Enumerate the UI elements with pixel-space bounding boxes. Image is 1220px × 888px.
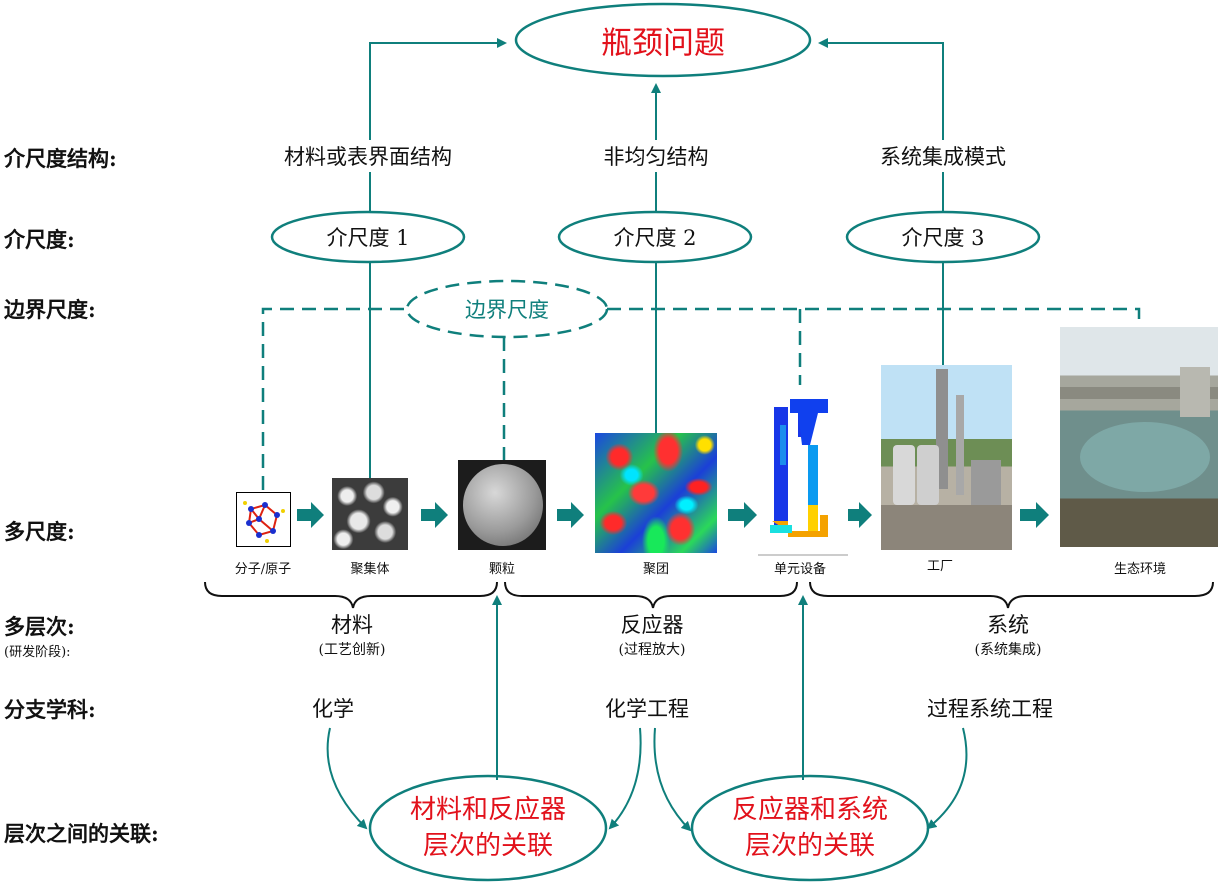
cluster-image — [595, 433, 717, 553]
unit-equipment-image — [758, 385, 848, 557]
structure-material-interface: 材料或表界面结构 — [284, 145, 452, 169]
row-label-multiscale: 多尺度: — [4, 519, 75, 544]
caption-ecosystem: 生态环境 — [1113, 562, 1167, 577]
process-arrow-4 — [728, 502, 757, 528]
boundary-left-dashed — [261, 307, 407, 490]
level-material: 材料 — [331, 613, 373, 637]
caption-particle: 颗粒 — [488, 562, 516, 577]
process-arrow-5 — [845, 502, 872, 528]
mesoscale-3-label: 介尺度 3 — [901, 226, 985, 250]
caption-unit-equipment: 单元设备 — [773, 562, 827, 577]
ecosystem-image — [1060, 327, 1218, 547]
factory-image — [881, 365, 1012, 550]
chemistry-curve — [326, 727, 368, 830]
structure-system-integration: 系统集成模式 — [880, 145, 1006, 169]
level-reactor: 反应器 — [620, 613, 684, 637]
caption-molecule: 分子/原子 — [234, 562, 292, 577]
row-label-multilevel: 多层次: — [4, 614, 75, 639]
mesoscale-1-label: 介尺度 1 — [326, 226, 410, 250]
left-to-bottleneck-arrow — [369, 38, 507, 140]
cheme-left-curve — [608, 727, 642, 830]
row-label-branch-discipline: 分支学科: — [4, 697, 96, 722]
mesoscale-2-label: 介尺度 2 — [613, 226, 697, 250]
bottleneck-title: 瓶颈问题 — [601, 25, 725, 62]
correlation-1-ellipse — [368, 774, 608, 882]
process-arrow-1 — [297, 502, 324, 528]
boundary-scale-label: 边界尺度 — [465, 298, 549, 322]
discipline-chemical-engineering: 化学工程 — [605, 697, 689, 721]
correlation-2-ellipse — [690, 774, 930, 882]
caption-cluster: 聚团 — [642, 562, 670, 577]
discipline-chemistry: 化学 — [312, 697, 354, 721]
correlation-2-line2: 层次的关联 — [744, 831, 876, 861]
discipline-process-systems-engineering: 过程系统工程 — [927, 697, 1053, 721]
pse-curve — [926, 727, 968, 830]
process-arrow-3 — [557, 502, 584, 528]
brace-material — [204, 581, 498, 609]
mesoscale-1-ellipse — [270, 210, 466, 264]
correlation-2-line1: 反应器和系统 — [731, 795, 889, 825]
boundary-right-dashed — [607, 307, 1141, 327]
caption-factory: 工厂 — [926, 559, 954, 574]
cheme-right-curve — [653, 727, 692, 832]
process-arrow-2 — [421, 502, 448, 528]
row-label-boundary-scale: 边界尺度: — [4, 297, 96, 322]
row-label-mesoscale-structure: 介尺度结构: — [4, 146, 117, 171]
right-to-bottleneck-arrow — [818, 38, 944, 140]
correlation-1-line2: 层次的关联 — [422, 831, 554, 861]
correlation-1-line1: 材料和反应器 — [409, 795, 567, 825]
level-system: 系统 — [987, 613, 1029, 637]
row-label-mesoscale: 介尺度: — [4, 227, 75, 252]
correlation-1-text: 材料和反应器 层次的关联 — [410, 792, 566, 864]
process-arrows — [297, 502, 1049, 528]
bottleneck-ellipse — [514, 2, 812, 78]
level-system-stage: (系统集成) — [974, 642, 1042, 658]
process-arrow-6 — [1020, 502, 1049, 528]
structure-heterogeneous: 非均匀结构 — [603, 145, 709, 169]
row-label-correlation: 层次之间的关联: — [4, 821, 159, 846]
level-material-stage: (工艺创新) — [318, 642, 386, 658]
molecule-image — [236, 492, 291, 547]
row-label-multilevel-sub: (研发阶段): — [4, 645, 71, 660]
aggregate-image — [332, 478, 408, 550]
brace-system — [809, 581, 1214, 609]
level-reactor-stage: (过程放大) — [618, 642, 686, 658]
particle-image — [458, 460, 546, 550]
correlation-2-text: 反应器和系统 层次的关联 — [732, 792, 888, 864]
brace-reactor — [504, 581, 798, 609]
caption-aggregate: 聚集体 — [350, 562, 390, 577]
